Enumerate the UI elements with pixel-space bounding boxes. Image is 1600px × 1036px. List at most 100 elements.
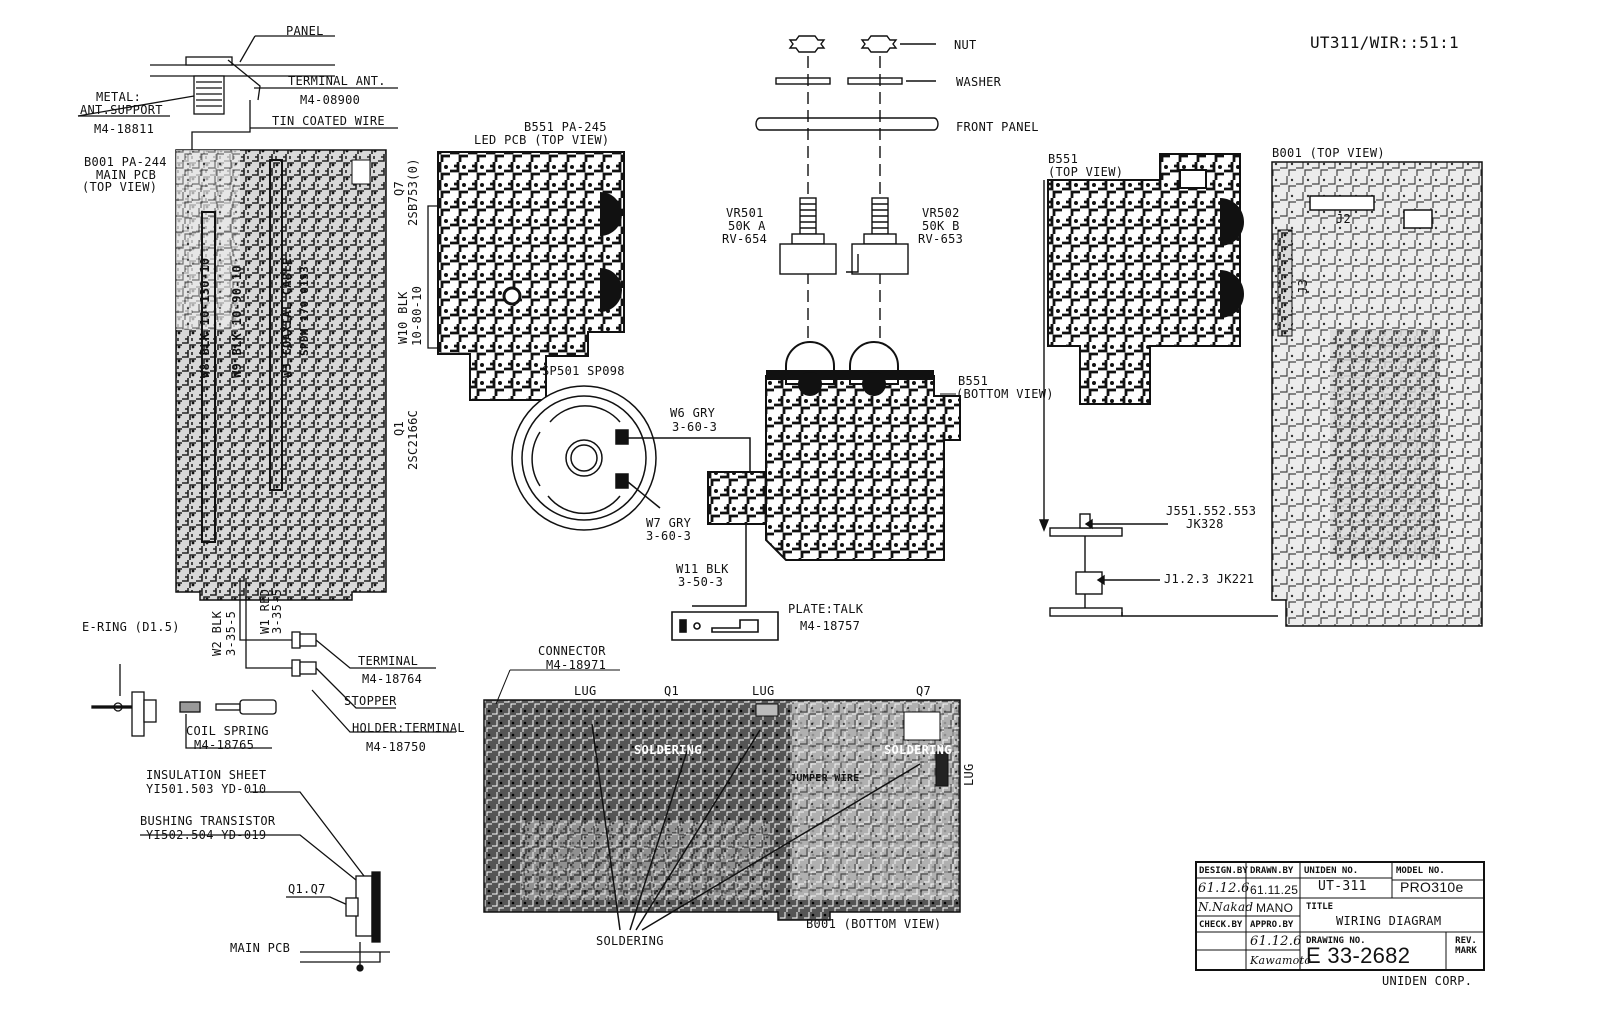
label-plate-talk: PLATE:TALK bbox=[788, 602, 864, 616]
label-b551-bottom-1: B551 bbox=[958, 374, 989, 388]
label-lug-3: LUG bbox=[962, 763, 976, 786]
tb-model-no-label: MODEL NO. bbox=[1396, 866, 1445, 876]
led-pcb-top-view bbox=[427, 151, 625, 401]
tb-design-by-label: DESIGN.BY bbox=[1199, 866, 1248, 876]
label-holder-part: M4-18750 bbox=[366, 740, 427, 754]
label-vr502-1: VR502 bbox=[922, 206, 960, 220]
label-vr501-1: VR501 bbox=[726, 206, 764, 220]
label-bushing-transistor: BUSHING TRANSISTOR bbox=[140, 814, 276, 828]
label-w10: W10 BLK bbox=[396, 291, 410, 344]
tb-drawn-date: 61.11.25 bbox=[1250, 883, 1299, 897]
tb-rev-mark-label: REV. MARK bbox=[1455, 936, 1477, 956]
label-q1-part: 2SC2166C bbox=[406, 409, 420, 470]
label-lug-1: LUG bbox=[574, 684, 597, 698]
label-metal: METAL: bbox=[96, 90, 142, 104]
tb-drawing-no: E 33-2682 bbox=[1306, 943, 1411, 968]
label-w7-spec: 3-60-3 bbox=[646, 529, 692, 543]
label-connector-part: M4-18971 bbox=[546, 658, 607, 672]
label-w3: W3 COAXIAL CABLE bbox=[280, 257, 294, 378]
label-bushing-part: YI502.504 YD-019 bbox=[146, 828, 267, 842]
label-main-pcb: MAIN PCB bbox=[230, 941, 291, 955]
label-b001-top-right: B001 (TOP VIEW) bbox=[1272, 146, 1385, 160]
tb-appro-by-label: APPRO.BY bbox=[1250, 920, 1294, 930]
label-b001-main-2: MAIN PCB bbox=[96, 168, 157, 182]
label-j551: J551.552.553 bbox=[1166, 504, 1257, 518]
label-panel: PANEL bbox=[286, 24, 324, 38]
tb-title-label: TITLE bbox=[1306, 902, 1334, 912]
label-jk328: JK328 bbox=[1186, 517, 1224, 531]
label-w2: W2 BLK bbox=[210, 610, 224, 656]
label-ant-support-part: M4-18811 bbox=[94, 122, 155, 136]
label-connector: CONNECTOR bbox=[538, 644, 606, 658]
label-b551-top-1: B551 bbox=[1048, 152, 1079, 166]
label-w3-spec: SPDM 170 0153 bbox=[298, 266, 311, 356]
speaker-sp501 bbox=[511, 385, 751, 607]
tb-company: UNIDEN CORP. bbox=[1382, 974, 1473, 988]
label-terminal-ant-part: M4-08900 bbox=[300, 93, 361, 107]
tb-appro-date: 61.12.6 bbox=[1250, 934, 1302, 949]
label-q7-part: 2SB753(0) bbox=[406, 158, 420, 226]
label-b551-bottom-2: (BOTTOM VIEW) bbox=[956, 387, 1054, 401]
label-w9: W9 BLK 10-90-10 bbox=[230, 265, 244, 378]
tb-check-by-label: CHECK.BY bbox=[1199, 920, 1243, 930]
label-b551-top-2: (TOP VIEW) bbox=[1048, 165, 1124, 179]
label-insulation-part: YI501.503 YD-010 bbox=[146, 782, 267, 796]
tb-uniden-no-label: UNIDEN NO. bbox=[1304, 866, 1359, 876]
label-soldering-1: SOLDERING bbox=[634, 743, 702, 757]
plate-talk bbox=[671, 611, 779, 641]
label-q1q7: Q1.Q7 bbox=[288, 882, 326, 896]
label-q7: Q7 bbox=[392, 180, 406, 196]
label-e-ring: E-RING (D1.5) bbox=[82, 620, 180, 634]
label-w7: W7 GRY bbox=[646, 516, 692, 530]
document-reference: UT311/WIR::51:1 bbox=[1310, 33, 1459, 52]
tb-drawing-no-label: DRAWING NO. bbox=[1306, 936, 1366, 946]
label-b001-main-1: B001 PA-244 bbox=[84, 155, 167, 169]
tb-uniden-no: UT-311 bbox=[1318, 879, 1367, 894]
label-front-panel: FRONT PANEL bbox=[956, 120, 1039, 134]
label-vr502-3: RV-653 bbox=[918, 232, 964, 246]
tb-model-no: PRO310e bbox=[1400, 879, 1464, 895]
label-vr501-2: 50K A bbox=[728, 219, 766, 233]
transistor-mount-detail bbox=[140, 791, 390, 972]
b551-bottom-view bbox=[707, 341, 961, 561]
label-washer: WASHER bbox=[956, 75, 1002, 89]
label-w11-spec: 3-50-3 bbox=[678, 575, 724, 589]
label-tin-coated-wire: TIN COATED WIRE bbox=[272, 114, 385, 128]
label-vr502-2: 50K B bbox=[922, 219, 960, 233]
tb-appro-sign: Kawamoto bbox=[1250, 954, 1312, 967]
label-b001-main-3: (TOP VIEW) bbox=[82, 180, 158, 194]
label-b551-led-2: LED PCB (TOP VIEW) bbox=[474, 133, 610, 147]
label-terminal: TERMINAL bbox=[358, 654, 419, 668]
jack-assembly bbox=[1038, 180, 1278, 617]
main-pcb-bottom-view bbox=[483, 669, 961, 931]
label-b551-led-1: B551 PA-245 bbox=[524, 120, 607, 134]
terminal-assembly bbox=[91, 578, 456, 749]
label-plate-talk-part: M4-18757 bbox=[800, 619, 861, 633]
label-sp501: SP501 SP098 bbox=[542, 364, 625, 378]
label-w1-spec: 3-35-5 bbox=[270, 588, 284, 634]
label-w11: W11 BLK bbox=[676, 562, 729, 576]
label-insulation-sheet: INSULATION SHEET bbox=[146, 768, 267, 782]
title-block-frame bbox=[1195, 861, 1485, 971]
label-w2-spec: 3-35-5 bbox=[224, 610, 238, 656]
label-q1: Q1 bbox=[392, 420, 406, 436]
label-w6: W6 GRY bbox=[670, 406, 716, 420]
label-soldering-bottom: SOLDERING bbox=[596, 934, 664, 948]
tb-design-date: 61.12.6 bbox=[1198, 881, 1250, 896]
label-stopper: STOPPER bbox=[344, 694, 397, 708]
label-ant-support: ANT.SUPPORT bbox=[80, 103, 163, 117]
main-pcb-top-view-right bbox=[1271, 161, 1483, 627]
label-w10-spec: 10-80-10 bbox=[410, 285, 424, 346]
label-q7-bottom: Q7 bbox=[916, 684, 932, 698]
label-terminal-part: M4-18764 bbox=[362, 672, 423, 686]
label-j123: J1.2.3 JK221 bbox=[1164, 572, 1255, 586]
tb-drawn-by-label: DRAWN.BY bbox=[1250, 866, 1294, 876]
label-w8: W8 BLK 10-130-10 bbox=[198, 257, 212, 378]
tb-title: WIRING DIAGRAM bbox=[1336, 914, 1442, 928]
label-j2: J2 bbox=[1336, 212, 1352, 226]
label-nut: NUT bbox=[954, 38, 977, 52]
label-coil-spring: COIL SPRING bbox=[186, 724, 269, 738]
label-w6-spec: 3-60-3 bbox=[672, 420, 718, 434]
label-holder-terminal: HOLDER:TERMINAL bbox=[352, 721, 465, 735]
label-b001-bottom: B001 (BOTTOM VIEW) bbox=[806, 917, 942, 931]
